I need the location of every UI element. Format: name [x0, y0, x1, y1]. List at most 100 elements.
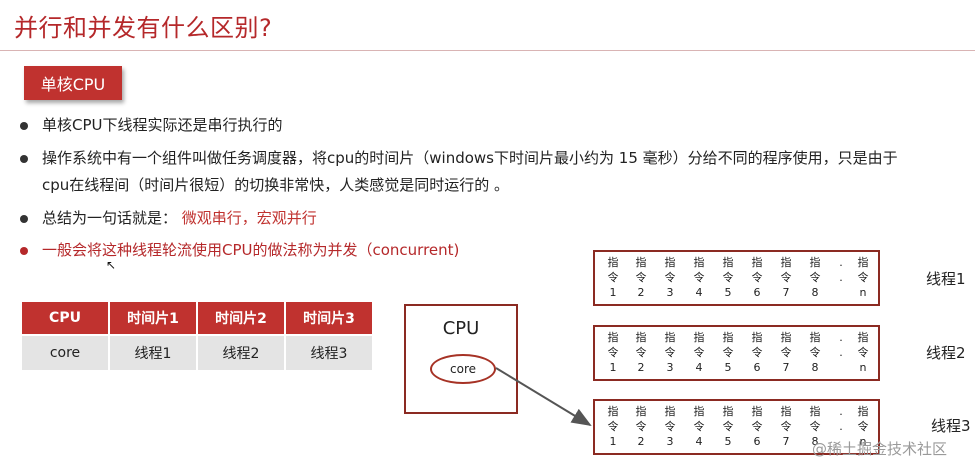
instruction-char: 指 — [857, 331, 869, 344]
instruction-char: 令 — [809, 420, 821, 433]
instruction-char: 指 — [780, 405, 792, 418]
table-header-row: CPU 时间片1 时间片2 时间片3 — [22, 302, 374, 335]
instruction-char: 指 — [693, 256, 705, 269]
instruction-char: 令 — [664, 346, 676, 359]
instruction-number: 1 — [609, 361, 617, 374]
table-cell: core — [22, 334, 110, 370]
instruction-char: 指 — [780, 331, 792, 344]
instruction-char: 指 — [751, 331, 763, 344]
instruction-char: 指 — [664, 405, 676, 418]
instruction-char: 指 — [693, 405, 705, 418]
instruction-char: 令 — [607, 271, 619, 284]
bullet-text: 单核CPU下线程实际还是串行执行的 — [42, 116, 283, 134]
instruction-number: 4 — [695, 361, 703, 374]
section-tag-single-core: 单核CPU — [24, 66, 122, 100]
instruction-number: 7 — [782, 361, 790, 374]
instruction-char: 令 — [693, 420, 705, 433]
instruction-cell: 指令 7 — [776, 255, 796, 300]
instruction-number: 1 — [609, 286, 617, 299]
instruction-char: 令 — [722, 346, 734, 359]
table-header: CPU — [22, 302, 110, 335]
instruction-char: 令 — [857, 420, 869, 433]
mouse-cursor-icon: ↖ — [106, 258, 117, 272]
table-cell: 线程2 — [197, 334, 286, 370]
instruction-char: . — [839, 405, 843, 418]
instruction-char: 令 — [693, 271, 705, 284]
instruction-number: 3 — [666, 361, 674, 374]
instruction-number: 8 — [811, 286, 819, 299]
instruction-number: 6 — [753, 435, 761, 448]
bullet-highlight: 微观串行，宏观并行 — [181, 209, 317, 227]
bullet-item: 单核CPU下线程实际还是串行执行的 — [18, 112, 283, 139]
thread-label: 线程2 — [926, 344, 966, 362]
instruction-cell: 指令 4 — [689, 404, 709, 449]
instruction-char: 指 — [722, 405, 734, 418]
instruction-char: 指 — [751, 256, 763, 269]
instruction-char: . — [839, 331, 843, 344]
bullet-text: 操作系统中有一个组件叫做任务调度器，将cpu的时间片（windows下时间片最小… — [42, 149, 898, 167]
bullet-text: 总结为一句话就是： — [42, 209, 178, 227]
instruction-number: 4 — [695, 286, 703, 299]
instruction-char: 令 — [664, 271, 676, 284]
instruction-char: 指 — [809, 331, 821, 344]
instruction-char: 令 — [635, 420, 647, 433]
instruction-char: 令 — [722, 271, 734, 284]
instruction-number: 7 — [782, 286, 790, 299]
instruction-cell: .. — [831, 404, 851, 434]
time-slice-table: CPU 时间片1 时间片2 时间片3 core 线程1 线程2 线程3 — [22, 302, 374, 370]
watermark: @稀土掘金技术社区 — [812, 440, 948, 458]
table-header: 时间片3 — [285, 302, 374, 335]
instruction-char: 令 — [780, 420, 792, 433]
instruction-cell: 指令 7 — [776, 404, 796, 449]
instruction-char: 令 — [751, 271, 763, 284]
instruction-number: 2 — [637, 286, 645, 299]
instruction-char: . — [839, 256, 843, 269]
instruction-number: . — [839, 271, 843, 284]
instruction-number: 8 — [811, 435, 819, 448]
instruction-cell: .. — [831, 330, 851, 360]
instruction-char: 令 — [809, 346, 821, 359]
instruction-number: 4 — [695, 435, 703, 448]
cpu-diagram-box: CPU core — [404, 304, 518, 414]
instruction-char: 指 — [857, 405, 869, 418]
instruction-number: 7 — [782, 435, 790, 448]
instruction-char: 指 — [722, 331, 734, 344]
instruction-number: 3 — [666, 286, 674, 299]
instruction-cell: 指令 8 — [805, 404, 825, 449]
instruction-number: n — [859, 435, 867, 448]
instruction-char: 令 — [780, 271, 792, 284]
instruction-char: 指 — [780, 256, 792, 269]
instruction-number: . — [839, 420, 843, 433]
bullet-item-concurrent: 一般会将这种线程轮流使用CPU的做法称为并发（concurrent) — [18, 237, 459, 264]
instruction-number: 3 — [666, 435, 674, 448]
title-divider — [0, 50, 975, 51]
instruction-char: 指 — [857, 256, 869, 269]
instruction-char: 指 — [809, 405, 821, 418]
instruction-char: 指 — [607, 405, 619, 418]
table-header: 时间片1 — [109, 302, 198, 335]
instruction-char: 令 — [751, 420, 763, 433]
bullet-dot-icon — [20, 247, 28, 255]
instruction-char: 令 — [607, 420, 619, 433]
instruction-char: 令 — [751, 346, 763, 359]
bullet-text: cpu在线程间（时间片很短）的切换非常快，人类感觉是同时运行的 。 — [42, 176, 510, 194]
table-row: core 线程1 线程2 线程3 — [22, 334, 374, 370]
instruction-char: 指 — [722, 256, 734, 269]
